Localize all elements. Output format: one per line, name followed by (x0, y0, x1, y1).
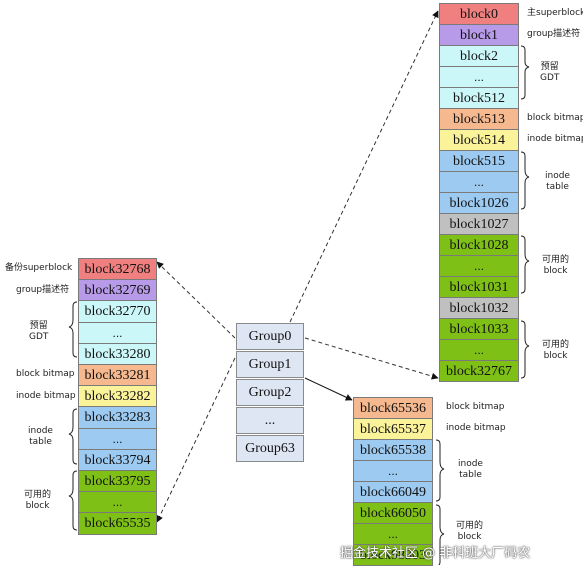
label-g2-block-bitmap: block bitmap (446, 402, 505, 412)
g1-block-cell: ... (78, 321, 157, 344)
g1-block-cell: block33282 (78, 385, 157, 408)
g1-block-cell: block33795 (78, 470, 157, 493)
label-g1-reserved-gdt: 预留 GDT (29, 321, 49, 342)
g2-block-cell: block65536 (353, 397, 433, 419)
main-block-cell: block1031 (439, 276, 519, 298)
label-g1-group-descriptor: group描述符 (16, 285, 70, 295)
g2-block-cell: block66049 (353, 481, 433, 503)
group-box: ... (236, 407, 304, 434)
main-block-cell: block2 (439, 45, 519, 67)
main-block-cell: ... (439, 339, 519, 361)
label-main-superblock: 主superblock (527, 8, 583, 18)
brace-g1-reserved-gdt (68, 301, 78, 358)
g2-block-cell: block65538 (353, 439, 433, 461)
main-block-cell: block514 (439, 129, 519, 151)
arrow-group0-to-block32767 (304, 337, 439, 380)
watermark: 掘金技术社区 @ 非科班大厂码农 (340, 546, 531, 561)
g1-block-cell: ... (78, 427, 157, 450)
brace-main-usable-block-1 (520, 235, 530, 294)
label-g2-inode-table: inode table (458, 459, 483, 480)
main-block-cell: block1028 (439, 234, 519, 256)
main-block-cell: block515 (439, 150, 519, 172)
brace-main-inode-table (520, 151, 530, 210)
label-main-reserved-gdt: 预留 GDT (540, 62, 560, 83)
brace-main-reserved-gdt (520, 45, 530, 100)
label-g2-usable-block: 可用的 block (456, 521, 484, 542)
g2-block-cell: block65537 (353, 418, 433, 440)
group-box: Group0 (236, 323, 304, 350)
label-main-block-bitmap: block bitmap (527, 113, 583, 123)
main-block-cell: block0 (439, 3, 519, 25)
g1-block-cell: block33280 (78, 342, 157, 365)
main-block-cell: block1033 (439, 318, 519, 340)
brace-g1-usable-block (68, 470, 78, 531)
label-g2-inode-bitmap: inode bitmap (446, 423, 506, 433)
label-g1-inode-table: inode table (28, 426, 53, 447)
label-main-group-descriptor: group描述符 (527, 29, 581, 39)
g1-block-cell: block33794 (78, 448, 157, 471)
arrow-group1-to-block65535 (156, 357, 236, 523)
g1-block-cell: block32770 (78, 300, 157, 323)
main-block-cell: ... (439, 255, 519, 277)
arrow-group1-to-block32768 (156, 261, 236, 339)
label-main-inode-bitmap: inode bitmap (527, 134, 583, 144)
main-block-cell: ... (439, 66, 519, 88)
label-g1-block-bitmap: block bitmap (16, 369, 75, 379)
group-box: Group2 (236, 379, 304, 406)
brace-main-usable-block-2 (520, 320, 530, 379)
main-block-cell: block1027 (439, 213, 519, 235)
label-main-inode-table: inode table (545, 171, 570, 192)
label-main-usable-block-2: 可用的 block (542, 340, 570, 361)
g2-block-cell: ... (353, 460, 433, 482)
g2-block-cell: block66050 (353, 502, 433, 524)
arrow-group2-to-block65536 (304, 377, 353, 401)
brace-g2-usable-block (435, 504, 445, 565)
g1-block-cell: block33283 (78, 406, 157, 429)
g1-block-cell: ... (78, 491, 157, 514)
brace-g2-inode-table (435, 439, 445, 502)
main-block-cell: ... (439, 171, 519, 193)
g1-block-cell: block33281 (78, 364, 157, 387)
g1-block-cell: block32769 (78, 279, 157, 302)
label-g1-inode-bitmap: inode bitmap (16, 391, 76, 401)
group-box: Group63 (236, 435, 304, 462)
label-g1-usable-block: 可用的 block (24, 490, 52, 511)
main-block-cell: block1 (439, 24, 519, 46)
g1-block-cell: block65535 (78, 512, 157, 535)
label-main-usable-block-1: 可用的 block (542, 255, 570, 276)
label-g1-superblock: 备份superblock (5, 263, 73, 273)
arrow-group0-to-block0 (289, 10, 439, 323)
group-box: Group1 (236, 351, 304, 378)
main-block-cell: block1026 (439, 192, 519, 214)
main-block-cell: block32767 (439, 360, 519, 382)
brace-g1-inode-table (68, 408, 78, 465)
main-block-cell: block1032 (439, 297, 519, 319)
main-block-cell: block513 (439, 108, 519, 130)
g1-block-cell: block32768 (78, 258, 157, 281)
main-block-cell: block512 (439, 87, 519, 109)
